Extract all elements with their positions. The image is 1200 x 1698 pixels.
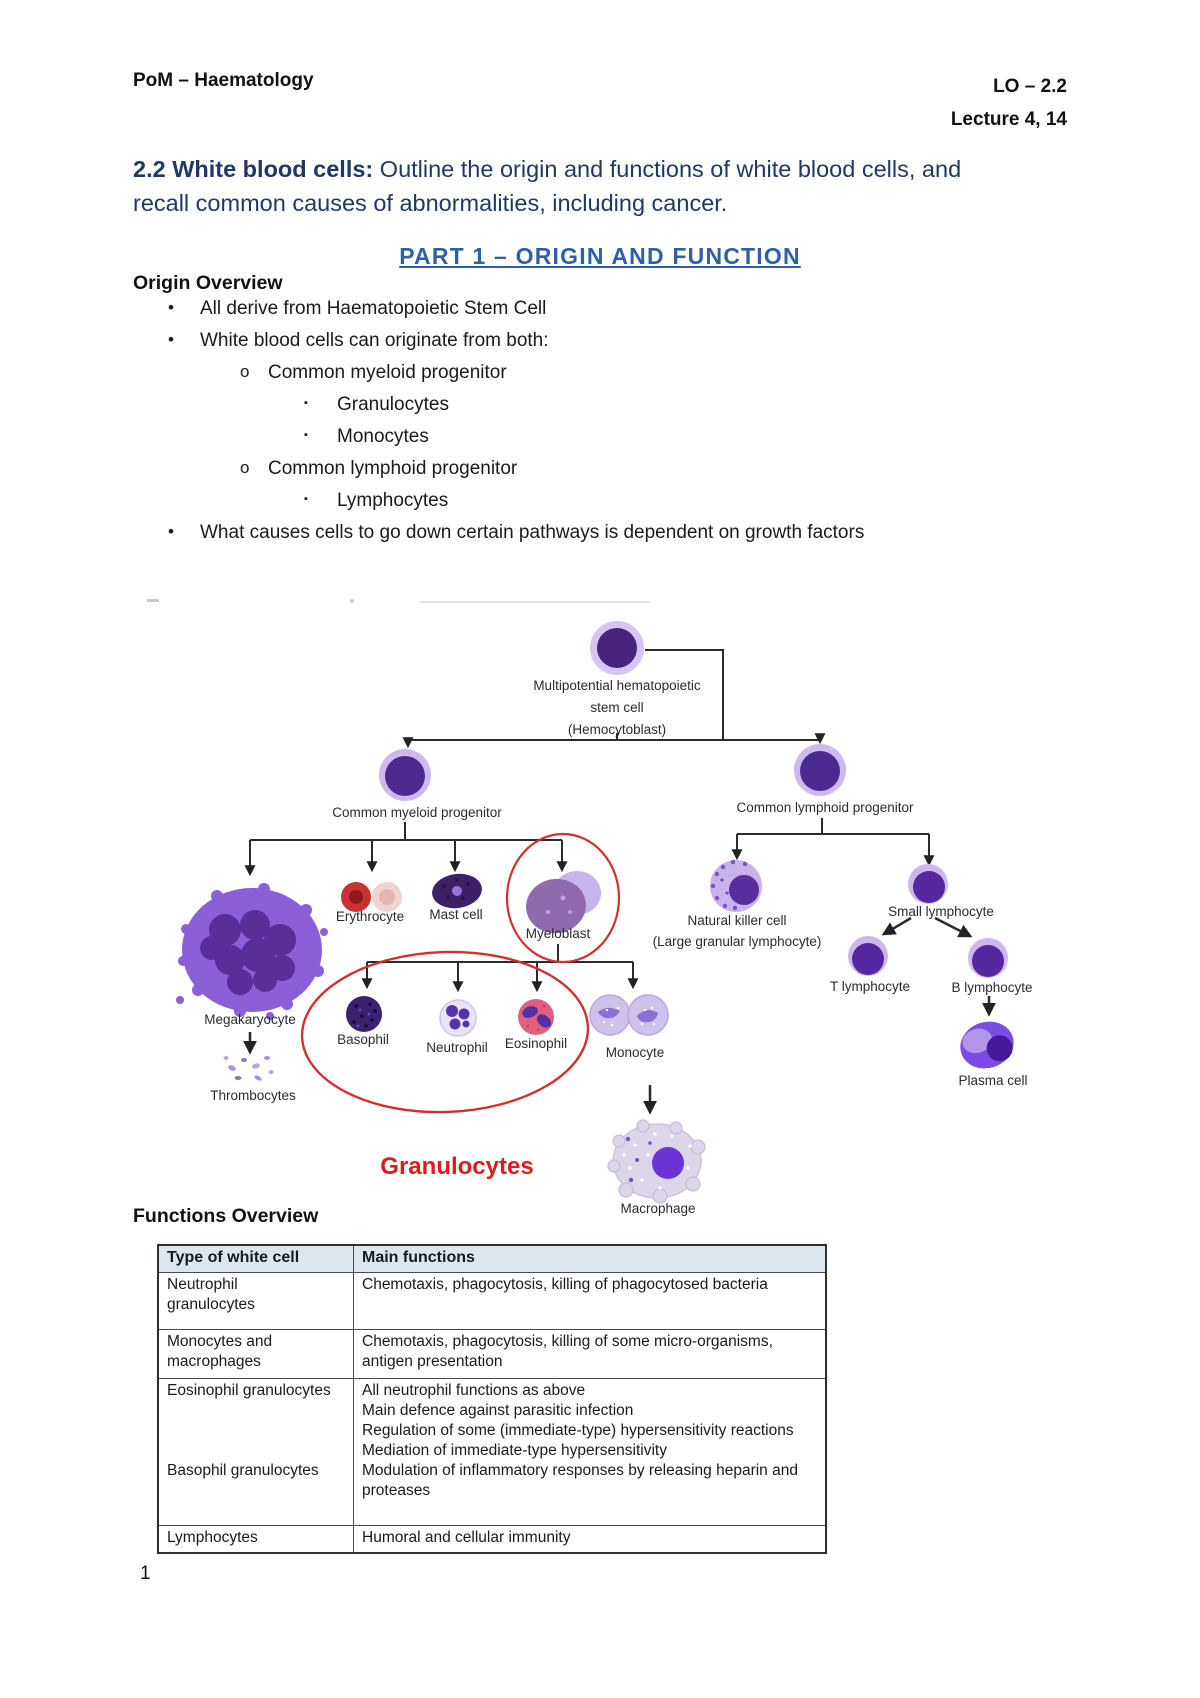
erythrocyte-illustration — [341, 882, 402, 912]
b-lymphocyte-label: B lymphocyte — [951, 980, 1032, 995]
b-lymphocyte-illustration — [968, 938, 1008, 978]
stem-cell-label: (Hemocytoblast) — [568, 722, 666, 737]
bullet-item: ▪ Granulocytes — [304, 394, 449, 415]
myeloblast-red-circle-annotation — [505, 832, 621, 964]
cell-functions: Humoral and cellular immunity — [353, 1525, 827, 1554]
stem-cell-illustration — [590, 621, 644, 675]
eosinophil-label: Eosinophil — [505, 1036, 567, 1051]
bullet-square-icon: ▪ — [304, 397, 308, 409]
bullet-dot-icon: • — [168, 330, 174, 349]
table-header-row: Type of white cell Main functions — [157, 1244, 827, 1273]
t-lymphocyte-label: T lymphocyte — [830, 979, 910, 994]
mast-cell-illustration — [432, 873, 482, 909]
cell-functions: Chemotaxis, phagocytosis, killing of som… — [353, 1329, 827, 1379]
monocyte-illustration — [589, 994, 669, 1036]
bullet-dot-icon: • — [168, 522, 174, 541]
granulocytes-red-ellipse-annotation — [300, 950, 590, 1114]
bullet-square-icon: ▪ — [304, 429, 308, 441]
crop-artifact — [420, 601, 650, 603]
stem-cell-label: Multipotential hematopoietic — [533, 678, 701, 693]
t-lymphocyte-illustration — [848, 936, 888, 976]
mast-cell-label: Mast cell — [429, 907, 482, 922]
myeloblast-label: Myeloblast — [526, 926, 591, 941]
cell-type-basophil: Basophil granulocytes — [167, 1462, 319, 1479]
myeloid-progenitor-illustration — [379, 749, 431, 801]
megakaryocyte-illustration — [176, 883, 328, 1020]
myeloblast-illustration — [526, 871, 601, 934]
crop-artifact — [147, 599, 159, 602]
megakaryocyte-label: Megakaryocyte — [204, 1012, 296, 1027]
bullet-circle-icon: o — [240, 458, 250, 477]
lymphoid-progenitor-label: Common lymphoid progenitor — [736, 800, 914, 815]
basophil-label: Basophil — [337, 1032, 389, 1047]
functions-overview-heading: Functions Overview — [133, 1205, 319, 1227]
part1-heading: PART 1 – ORIGIN AND FUNCTION — [399, 243, 801, 269]
lymphoid-progenitor-illustration — [794, 744, 846, 796]
cell-type: Neutrophil granulocytes — [157, 1272, 354, 1330]
monocyte-label: Monocyte — [606, 1045, 665, 1060]
cell-functions: All neutrophil functions as above Main d… — [353, 1378, 827, 1526]
bullet-circle-icon: o — [240, 362, 250, 381]
nk-cell-illustration — [710, 859, 762, 912]
table-row: Monocytes and macrophages Chemotaxis, ph… — [157, 1329, 827, 1379]
bullet-item: ▪ Monocytes — [304, 426, 429, 447]
bullet-item: ▪ Lymphocytes — [304, 490, 449, 511]
bullet-dot-icon: • — [168, 298, 174, 317]
column-header-type: Type of white cell — [157, 1244, 354, 1273]
bullet-item: o Common lymphoid progenitor — [240, 458, 518, 479]
thrombocytes-label: Thrombocytes — [210, 1088, 296, 1103]
thrombocytes-illustration — [223, 1056, 274, 1081]
neutrophil-illustration — [439, 999, 477, 1037]
title-lead: 2.2 White blood cells: — [133, 156, 374, 182]
bullet-item: o Common myeloid progenitor — [240, 362, 507, 383]
bullet-item: • All derive from Haematopoietic Stem Ce… — [168, 298, 547, 319]
hematopoiesis-diagram: Multipotential hematopoietic stem cell (… — [176, 621, 1033, 1216]
header-meta: LO – 2.2 Lecture 4, 14 — [951, 70, 1067, 136]
cell-type: Eosinophil granulocytes Basophil granulo… — [157, 1378, 354, 1526]
crop-artifact — [350, 599, 354, 603]
nk-cell-label: Natural killer cell — [687, 913, 786, 928]
table-row: Eosinophil granulocytes Basophil granulo… — [157, 1378, 827, 1526]
page-number: 1 — [140, 1563, 151, 1584]
title-rest: Outline the origin and functions of whit… — [133, 156, 962, 216]
column-header-functions: Main functions — [353, 1244, 827, 1273]
basophil-illustration — [346, 996, 382, 1032]
erythrocyte-label: Erythrocyte — [336, 909, 404, 924]
cell-type: Monocytes and macrophages — [157, 1329, 354, 1379]
neutrophil-label: Neutrophil — [426, 1040, 488, 1055]
cell-functions: Chemotaxis, phagocytosis, killing of pha… — [353, 1272, 827, 1330]
small-lymphocyte-illustration — [908, 864, 948, 904]
cell-type: Lymphocytes — [157, 1525, 354, 1554]
bullet-square-icon: ▪ — [304, 493, 308, 505]
header-lo: LO – 2.2 — [993, 76, 1067, 97]
plasma-cell-label: Plasma cell — [958, 1073, 1027, 1088]
bullet-item: • What causes cells to go down certain p… — [168, 522, 865, 543]
macrophage-label: Macrophage — [620, 1201, 695, 1216]
myeloid-progenitor-label: Common myeloid progenitor — [332, 805, 502, 820]
table-row: Neutrophil granulocytes Chemotaxis, phag… — [157, 1272, 827, 1330]
small-lymphocyte-label: Small lymphocyte — [888, 904, 994, 919]
eosinophil-illustration — [518, 999, 554, 1035]
macrophage-illustration — [607, 1119, 706, 1204]
table-row: Lymphocytes Humoral and cellular immunit… — [157, 1525, 827, 1554]
header-lecture: Lecture 4, 14 — [950, 109, 1067, 130]
tree-connectors — [243, 649, 996, 1115]
header-course: PoM – Haematology — [133, 70, 314, 91]
granulocytes-label: Granulocytes — [380, 1153, 533, 1180]
stem-cell-label: stem cell — [590, 700, 643, 715]
bullet-item: • White blood cells can originate from b… — [168, 330, 549, 351]
plasma-cell-illustration — [960, 1021, 1014, 1069]
cell-type-eosinophil: Eosinophil granulocytes — [167, 1382, 331, 1399]
nk-cell-sublabel: (Large granular lymphocyte) — [653, 934, 822, 949]
page-title: 2.2 White blood cells: Outline the origi… — [133, 152, 1013, 220]
origin-overview-heading: Origin Overview — [133, 272, 283, 294]
functions-table: Type of white cell Main functions Neutro… — [157, 1244, 827, 1554]
